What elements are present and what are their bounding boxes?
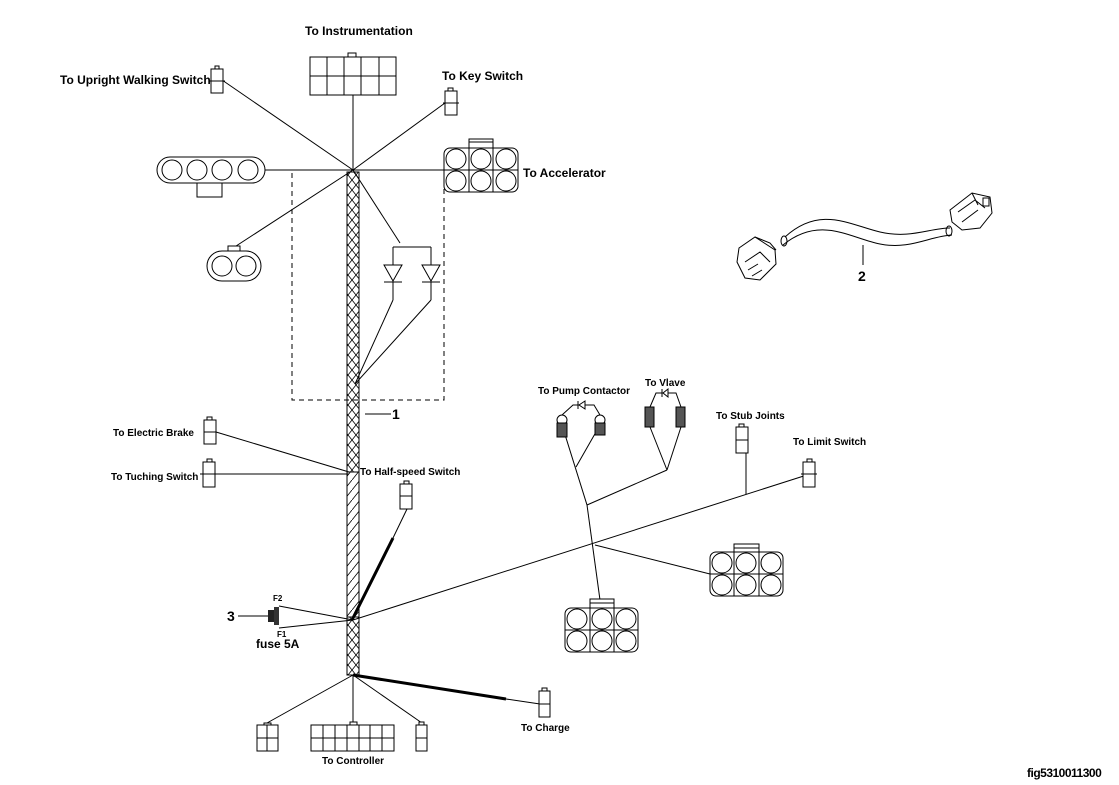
diode-module-outline [291, 169, 445, 401]
charge-connector [538, 687, 551, 718]
main-harness-trunk [346, 171, 360, 676]
figure-id: fig5310011300 [1027, 766, 1102, 780]
label-controller: To Controller [322, 756, 384, 767]
right-six-pin-connector [709, 543, 784, 597]
bottom-right-connector [415, 721, 428, 752]
label-fuse: fuse 5A [256, 637, 300, 651]
label-tuching-switch: To Tuching Switch [111, 472, 198, 483]
label-accelerator: To Accelerator [523, 166, 606, 180]
bottom-six-pin-connector [564, 598, 639, 653]
four-pin-round-connector [156, 156, 266, 198]
label-limit-switch: To Limit Switch [793, 437, 866, 448]
tuching-switch-connector [200, 458, 349, 488]
label-upright-walking-switch: To Upright Walking Switch [60, 73, 211, 87]
valve-terminals [644, 387, 686, 428]
key-switch-connector [443, 87, 459, 116]
callout-1: 1 [365, 406, 400, 422]
limit-switch-connector [801, 458, 817, 488]
controller-connector [310, 721, 395, 752]
callout-2: 2 [858, 268, 866, 284]
half-speed-switch-connector [350, 480, 413, 621]
label-stub-joints: To Stub Joints [716, 411, 785, 422]
bottom-branch-wires [266, 673, 541, 724]
label-fuse-f2: F2 [273, 594, 283, 603]
callout-3: 3 [227, 608, 235, 624]
label-fuse-f1: F1 [277, 630, 287, 639]
label-pump-contactor: To Pump Contactor [538, 386, 630, 397]
label-half-speed-switch: To Half-speed Switch [360, 467, 460, 478]
bottom-left-connector [256, 722, 279, 752]
label-key-switch: To Key Switch [442, 69, 523, 83]
stub-joints-connector [735, 423, 749, 454]
label-instrumentation: To Instrumentation [305, 24, 413, 38]
diode-pair [354, 246, 441, 385]
label-electric-brake: To Electric Brake [113, 428, 194, 439]
electric-brake-connector [203, 416, 350, 473]
accelerator-connector [443, 138, 519, 193]
label-charge: To Charge [521, 723, 570, 734]
two-pin-round-connector [206, 245, 262, 282]
pump-contactor-terminals [556, 400, 606, 438]
main-right-wire [352, 473, 811, 621]
svg-text:1: 1 [392, 406, 400, 422]
extension-cable [736, 192, 993, 281]
instrumentation-connector [309, 52, 397, 96]
fuse [238, 605, 354, 629]
label-valve: To Vlave [645, 378, 686, 389]
top-branch-wires [221, 75, 446, 249]
upright-walking-switch-connector [209, 65, 225, 94]
